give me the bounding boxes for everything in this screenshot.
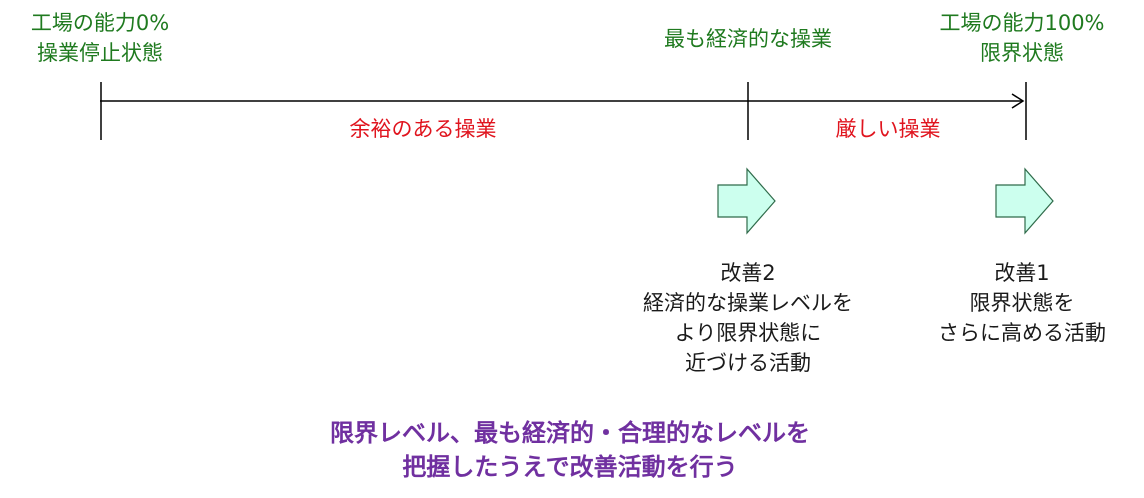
marker-zero-line2: 操業停止状態	[37, 41, 163, 65]
kaizen2-line: 近づける活動	[685, 351, 811, 375]
summary-line1: 限界レベル、最も経済的・合理的なレベルを	[330, 419, 810, 447]
arrow-right-icon-kaizen1	[995, 167, 1054, 235]
marker-optimal-line1: 最も経済的な操業	[664, 27, 832, 51]
marker-optimal-label: 最も経済的な操業	[628, 24, 868, 54]
kaizen2-text: 改善2 経済的な操業レベルを より限界状態に 近づける活動	[608, 258, 888, 378]
kaizen1-title: 改善1	[994, 261, 1050, 285]
axis-arrowhead	[1011, 93, 1025, 109]
kaizen2-title: 改善2	[720, 261, 776, 285]
kaizen1-line: さらに高める活動	[938, 321, 1106, 345]
kaizen1-text: 改善1 限界状態を さらに高める活動	[912, 258, 1132, 348]
kaizen2-line: 経済的な操業レベルを	[643, 291, 853, 315]
summary-line2: 把握したうえで改善活動を行う	[402, 453, 738, 481]
arrow-right-icon-kaizen2	[717, 167, 776, 235]
range-strict-label: 厳しい操業	[835, 117, 941, 141]
range-comfortable-label: 余裕のある操業	[349, 117, 497, 141]
marker-full-line2: 限界状態	[980, 41, 1064, 65]
marker-zero-label: 工場の能力0% 操業停止状態	[10, 8, 190, 68]
marker-zero-line1: 工場の能力0%	[30, 11, 170, 35]
marker-full-label: 工場の能力100% 限界状態	[912, 8, 1132, 68]
kaizen2-line: より限界状態に	[674, 321, 822, 345]
marker-full-line1: 工場の能力100%	[939, 11, 1105, 35]
summary-text: 限界レベル、最も経済的・合理的なレベルを 把握したうえで改善活動を行う	[200, 416, 940, 484]
kaizen1-line: 限界状態を	[969, 291, 1075, 315]
